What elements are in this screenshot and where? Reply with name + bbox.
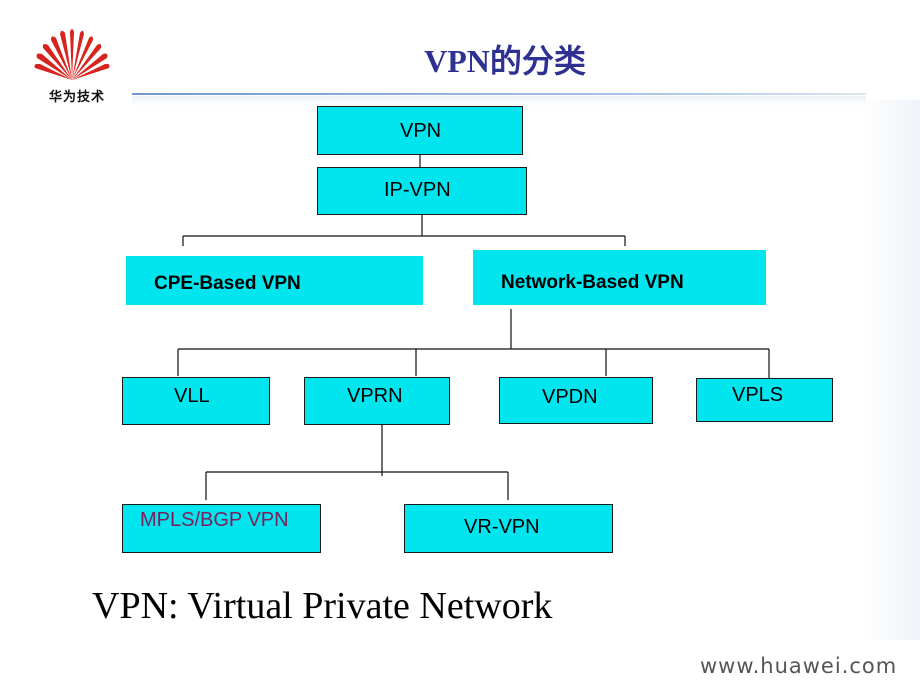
node-mpls-bgp-vpn-label: MPLS/BGP VPN [140,509,289,531]
node-vr-vpn-label: VR-VPN [464,516,540,538]
node-vpdn-label: VPDN [542,386,598,408]
node-vll-label: VLL [174,385,210,407]
vpn-definition: VPN: Virtual Private Network [92,585,553,627]
node-vpls: VPLS [696,378,833,422]
huawei-petal-icon [34,29,110,80]
node-cpe-based-vpn: CPE-Based VPN [126,256,423,305]
node-vr-vpn: VR-VPN [404,504,613,553]
node-ip-vpn-label: IP-VPN [384,179,451,201]
page-title: VPN的分类 [424,43,586,79]
background-band [860,100,920,640]
node-cpe-based-vpn-label: CPE-Based VPN [154,273,301,294]
node-network-based-vpn-label: Network-Based VPN [501,272,684,293]
footer-url: www.huawei.com [700,654,898,678]
logo-text: 华为技术 [48,90,105,105]
node-vll: VLL [122,377,270,425]
huawei-logo: 华为技术 [22,18,122,108]
node-vprn: VPRN [304,377,450,425]
node-vpn: VPN [317,106,523,155]
node-vprn-label: VPRN [347,385,403,407]
node-ip-vpn: IP-VPN [317,167,527,215]
node-vpls-label: VPLS [732,384,784,406]
node-network-based-vpn: Network-Based VPN [473,250,766,305]
header-divider-shadow [132,96,866,106]
node-vpdn: VPDN [499,377,653,424]
header-divider [132,93,866,95]
node-vpn-label: VPN [400,120,442,142]
node-mpls-bgp-vpn: MPLS/BGP VPN [122,504,321,553]
